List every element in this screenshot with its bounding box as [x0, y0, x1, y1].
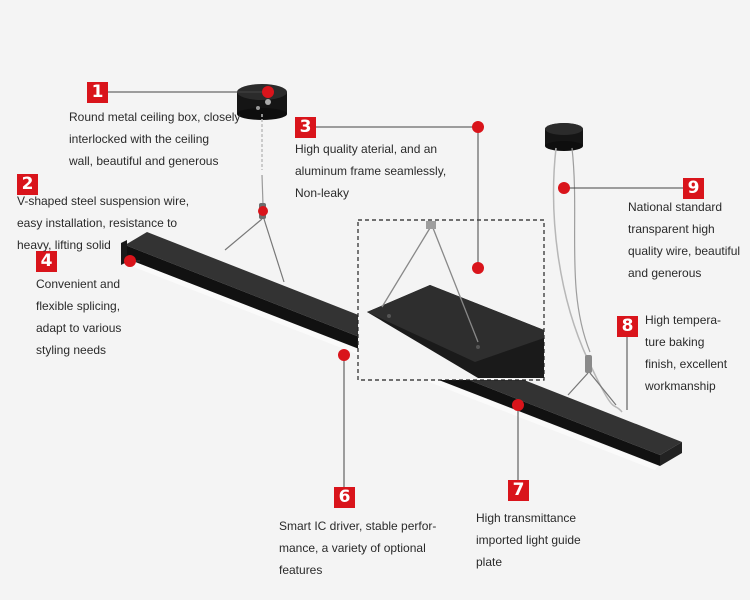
suspension-cable-left: [261, 174, 264, 206]
callout-number-9: 9: [683, 178, 704, 199]
detail-zoom-box: [357, 219, 545, 381]
callout-number-2: 2: [17, 174, 38, 195]
callout-number-3: 3: [295, 117, 316, 138]
callout-number-8: 8: [617, 316, 638, 337]
v-wire-left-a: [224, 218, 263, 251]
callout-text-6: Smart IC driver, stable perfor-mance, a …: [279, 519, 437, 577]
v-wire-right-b: [589, 372, 617, 406]
callout-dots: [124, 86, 570, 411]
callout-text-2: V-shaped steel suspension wire,easy inst…: [17, 194, 190, 252]
callout-number-4: 4: [36, 251, 57, 272]
v-wire-right-a: [567, 372, 589, 396]
callout-number-7: 7: [508, 480, 529, 501]
cable-gripper-right: [585, 355, 592, 373]
callout-number-6: 6: [334, 487, 355, 508]
ceiling-box-right: [545, 123, 583, 151]
transparent-cord-right-b: [571, 147, 591, 353]
callout-number-1: 1: [87, 82, 108, 103]
transparent-cord-right-a: [552, 147, 623, 413]
v-wire-left-b: [263, 218, 285, 283]
